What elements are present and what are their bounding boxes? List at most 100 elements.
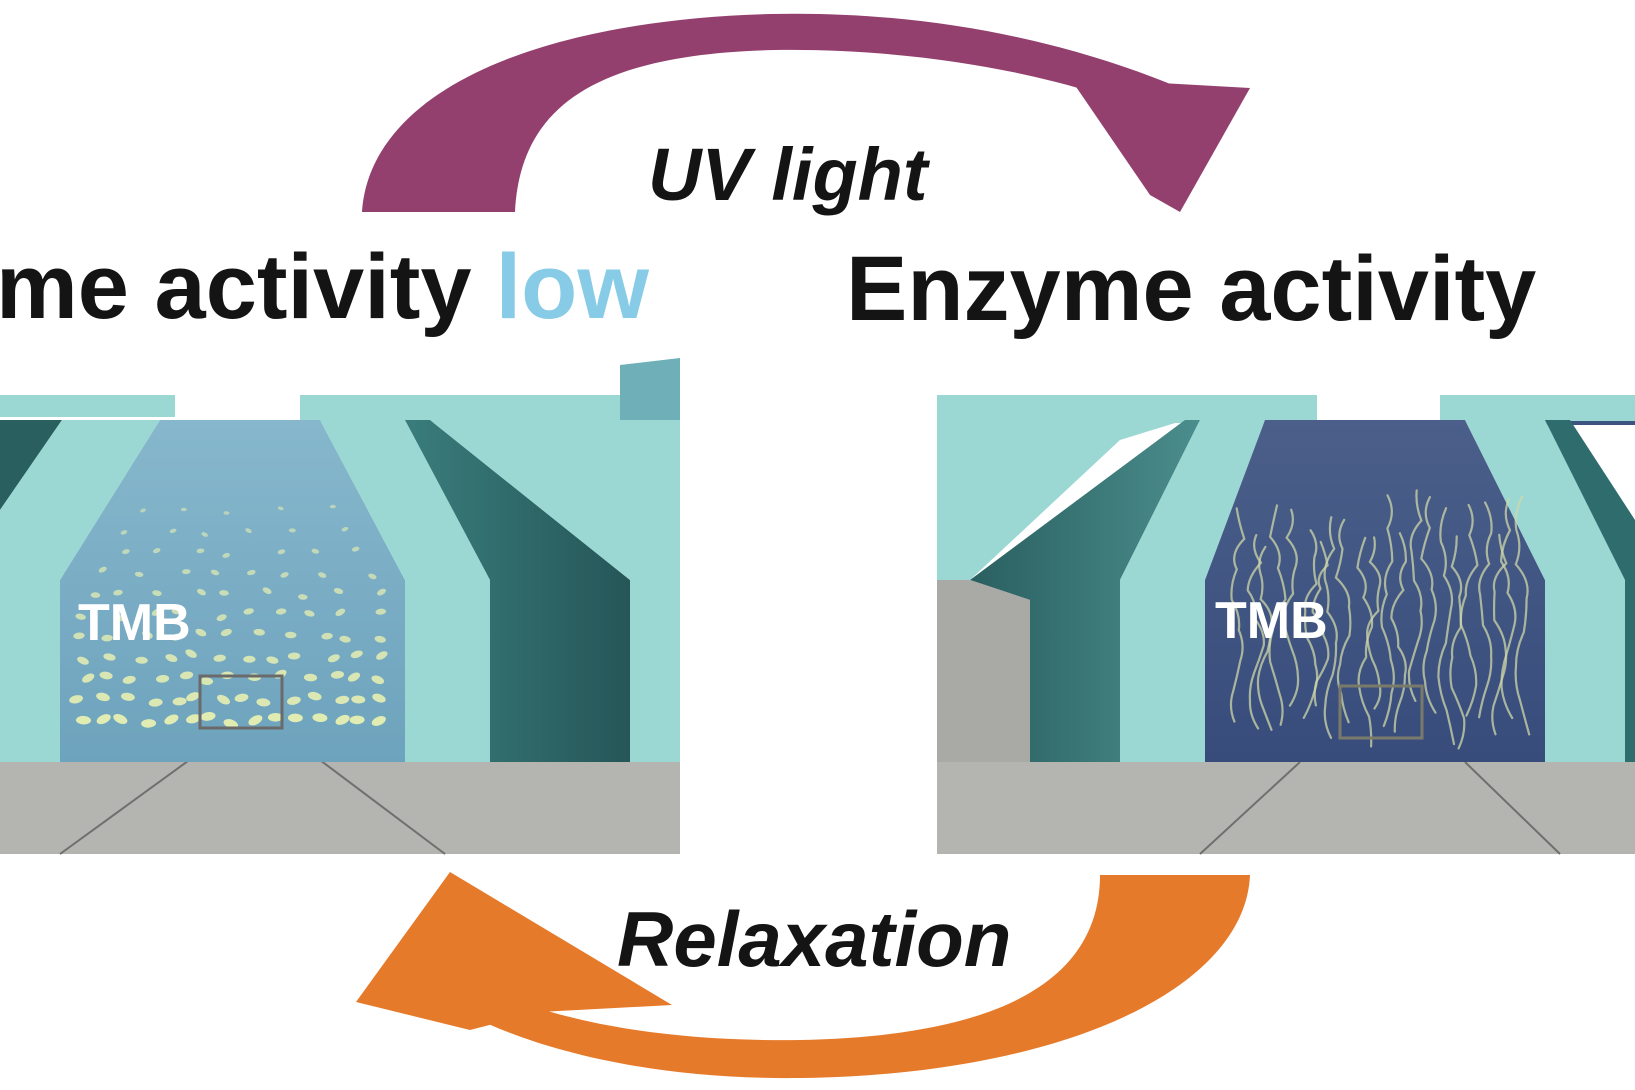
tmb-molecule bbox=[371, 716, 386, 726]
tmb-molecule bbox=[333, 587, 344, 595]
left-heading-text: me activity bbox=[0, 236, 472, 338]
tmb-molecule bbox=[69, 695, 83, 704]
tmb-molecule bbox=[351, 695, 366, 704]
relaxation-arrow-body bbox=[450, 875, 1250, 1079]
right-zoom-box bbox=[1338, 684, 1424, 740]
tmb-chain bbox=[1268, 504, 1287, 726]
tmb-chain bbox=[1514, 495, 1531, 736]
tmb-chain bbox=[1390, 532, 1407, 733]
tmb-molecule bbox=[152, 548, 161, 554]
tmb-molecule bbox=[374, 635, 386, 643]
right-floor-line-a bbox=[1199, 761, 1301, 855]
tmb-chain bbox=[1459, 503, 1479, 717]
tmb-molecule bbox=[277, 506, 284, 511]
tmb-molecule bbox=[90, 592, 101, 598]
tmb-molecule bbox=[377, 588, 386, 596]
tmb-molecule bbox=[245, 528, 252, 533]
left-floor-line-a bbox=[59, 744, 211, 855]
left-wall-a bbox=[0, 420, 160, 762]
right-back-ledge-a bbox=[937, 395, 1317, 423]
right-wall-c-shadow bbox=[1545, 420, 1635, 762]
tmb-molecule bbox=[195, 628, 207, 637]
tmb-molecule bbox=[165, 654, 178, 663]
tmb-molecule bbox=[197, 588, 206, 596]
tmb-molecule bbox=[219, 590, 229, 596]
right-channel-panel: TMB bbox=[937, 395, 1635, 855]
tmb-molecule bbox=[99, 671, 113, 680]
tmb-molecule bbox=[171, 608, 183, 615]
tmb-molecule bbox=[372, 693, 386, 703]
tmb-molecule bbox=[169, 528, 177, 534]
tmb-molecule bbox=[185, 649, 197, 658]
tmb-chain bbox=[1499, 497, 1517, 720]
tmb-molecule bbox=[164, 714, 179, 725]
tmb-molecule bbox=[267, 712, 283, 722]
tmb-molecule bbox=[180, 507, 187, 512]
relaxation-label: Relaxation bbox=[617, 895, 1011, 983]
tmb-molecule bbox=[140, 508, 146, 513]
left-floor-line-b bbox=[299, 744, 446, 855]
tmb-molecule bbox=[350, 650, 363, 659]
left-back-ledge-a bbox=[0, 395, 175, 417]
uv-arrow-body bbox=[362, 13, 1185, 213]
left-tmb-molecules bbox=[69, 504, 388, 729]
tmb-molecule bbox=[134, 571, 144, 577]
tmb-molecule bbox=[96, 714, 111, 725]
tmb-molecule bbox=[288, 528, 296, 533]
tmb-molecule bbox=[341, 526, 349, 532]
tmb-chain bbox=[1449, 535, 1466, 750]
tmb-molecule bbox=[223, 719, 239, 729]
right-floor bbox=[937, 762, 1635, 854]
tmb-molecule bbox=[148, 698, 163, 707]
tmb-molecule bbox=[304, 610, 315, 617]
left-wall-c bbox=[430, 420, 680, 762]
uv-light-label: UV light bbox=[648, 133, 931, 216]
tmb-molecule bbox=[182, 569, 191, 575]
uv-arrowhead bbox=[1070, 78, 1250, 212]
tmb-molecule bbox=[243, 608, 254, 615]
left-wall-b-shadow bbox=[405, 420, 630, 762]
tmb-molecule bbox=[368, 573, 377, 580]
right-wall-a-shadow bbox=[970, 420, 1200, 762]
tmb-molecule bbox=[76, 715, 91, 725]
right-back-ledge-b bbox=[1440, 395, 1635, 423]
tmb-molecule bbox=[122, 549, 130, 555]
tmb-molecule bbox=[287, 713, 303, 723]
relaxation-arrow bbox=[356, 872, 1250, 1079]
tmb-molecule bbox=[82, 673, 95, 683]
low-state-label: low bbox=[496, 236, 650, 338]
left-zoom-box bbox=[198, 674, 284, 730]
left-channel-panel: TMB bbox=[0, 358, 680, 855]
tmb-molecule bbox=[171, 633, 183, 641]
tmb-molecule bbox=[275, 608, 287, 615]
tmb-molecule bbox=[376, 651, 388, 660]
relaxation-arrowhead bbox=[356, 872, 672, 1030]
tmb-chain bbox=[1282, 508, 1300, 707]
tmb-molecule bbox=[73, 632, 85, 640]
right-wall-c bbox=[1465, 420, 1625, 762]
tmb-molecule bbox=[217, 694, 230, 705]
tmb-molecule bbox=[335, 608, 346, 617]
tmb-chain bbox=[1407, 489, 1423, 702]
tmb-molecule bbox=[262, 587, 272, 595]
right-floor-line-b bbox=[1464, 761, 1561, 855]
tmb-molecule bbox=[253, 628, 265, 636]
tmb-molecule bbox=[335, 695, 350, 705]
tmb-molecule bbox=[321, 632, 333, 640]
tmb-molecule bbox=[248, 715, 263, 726]
right-channel-solution bbox=[1205, 420, 1545, 762]
tmb-molecule bbox=[156, 674, 170, 683]
left-floor bbox=[0, 762, 680, 854]
tmb-molecule bbox=[347, 672, 361, 682]
right-wall-a-face bbox=[937, 580, 1030, 762]
tmb-molecule bbox=[180, 671, 194, 680]
tmb-molecule bbox=[335, 714, 350, 725]
tmb-molecule bbox=[318, 572, 327, 578]
tmb-molecule bbox=[101, 634, 113, 642]
tmb-molecule bbox=[303, 673, 318, 682]
tmb-molecule bbox=[285, 631, 297, 639]
tmb-molecule bbox=[307, 691, 322, 701]
right-channel-label: TMB bbox=[1215, 592, 1328, 650]
tmb-molecule bbox=[329, 504, 336, 509]
tmb-molecule bbox=[210, 569, 220, 576]
